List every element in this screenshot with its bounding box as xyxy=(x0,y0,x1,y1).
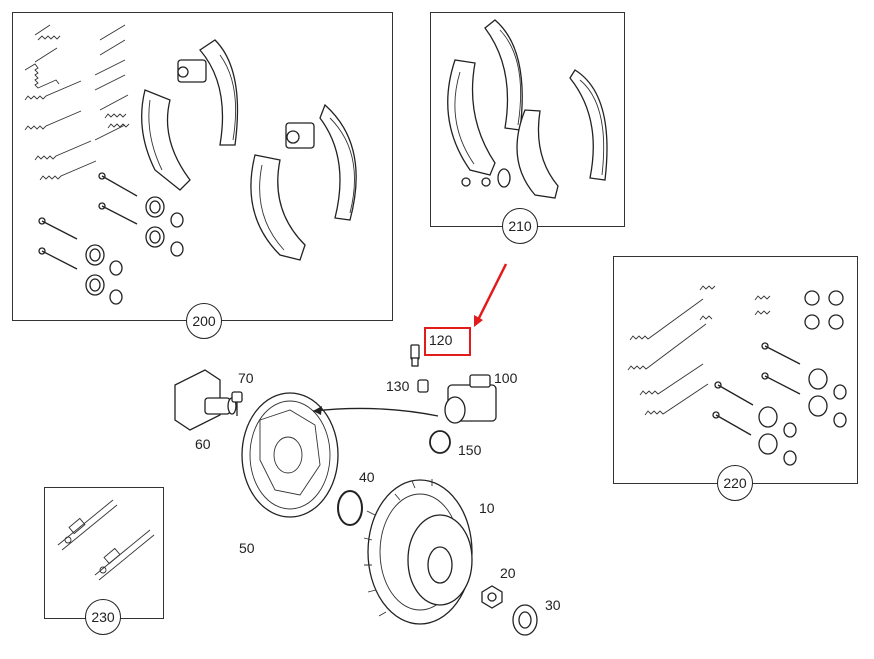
part-label-70[interactable]: 70 xyxy=(238,370,254,386)
group-200-artwork xyxy=(24,24,357,305)
group-230-artwork xyxy=(57,499,155,581)
part-label-50[interactable]: 50 xyxy=(239,540,255,556)
highlight-box-120 xyxy=(424,327,471,356)
part-label-20[interactable]: 20 xyxy=(500,565,516,581)
hub-flange-artwork xyxy=(174,369,237,431)
group-210-artwork xyxy=(447,19,608,199)
indicator-arrow xyxy=(476,263,508,321)
part-label-100[interactable]: 100 xyxy=(494,370,518,386)
part-label-120[interactable]: 120 xyxy=(429,332,453,348)
group-220-artwork xyxy=(627,285,771,416)
part-label-10[interactable]: 10 xyxy=(479,500,495,516)
brake-drum-artwork xyxy=(363,479,473,625)
group-badge-210[interactable]: 210 xyxy=(502,208,538,244)
part-label-40[interactable]: 40 xyxy=(359,469,375,485)
group-badge-220[interactable]: 220 xyxy=(717,465,753,501)
part-label-30[interactable]: 30 xyxy=(545,597,561,613)
group-badge-200[interactable]: 200 xyxy=(186,303,222,339)
backing-plate-artwork xyxy=(241,392,339,518)
part-label-150[interactable]: 150 xyxy=(458,442,482,458)
group-box-230[interactable] xyxy=(44,487,164,619)
part-label-60[interactable]: 60 xyxy=(195,436,211,452)
wheel-cylinder-artwork xyxy=(444,374,497,424)
part-label-130[interactable]: 130 xyxy=(386,378,410,394)
group-badge-230[interactable]: 230 xyxy=(85,599,121,635)
